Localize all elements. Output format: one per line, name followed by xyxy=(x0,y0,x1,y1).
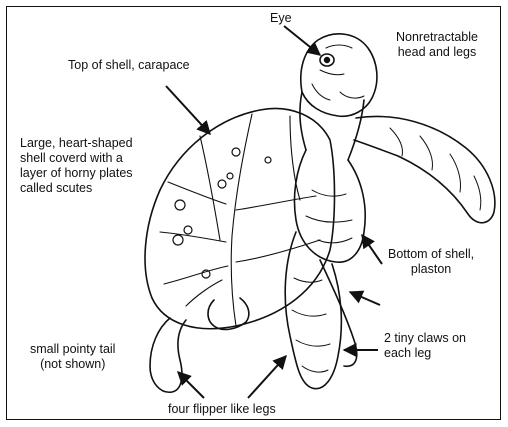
front-right-flipper xyxy=(354,116,495,222)
arrow-tail xyxy=(178,372,204,398)
label-plastron: Bottom of shell, plaston xyxy=(388,247,474,277)
label-carapace: Top of shell, carapace xyxy=(68,58,190,73)
label-tail: small pointy tail (not shown) xyxy=(30,342,115,372)
arrow-carapace xyxy=(166,86,210,134)
front-left-flipper-scales xyxy=(292,278,330,372)
label-shell-scutes: Large, heart-shaped shell coverd with a … xyxy=(20,136,133,196)
eye-drawing xyxy=(320,54,334,66)
pointer-arrows xyxy=(166,26,382,398)
label-head-legs: Nonretractable head and legs xyxy=(396,30,478,60)
label-flippers: four flipper like legs xyxy=(168,402,276,417)
arrow-flippers xyxy=(248,356,286,398)
front-right-flipper-scales xyxy=(390,128,481,210)
front-left-flipper xyxy=(285,232,341,389)
label-claws: 2 tiny claws on each leg xyxy=(384,331,466,361)
carapace-outline xyxy=(145,108,334,328)
label-eye: Eye xyxy=(270,11,292,26)
plastron-scales xyxy=(306,190,352,243)
arrow-plastron xyxy=(362,235,382,264)
arrow-eye xyxy=(284,26,320,55)
arrow-claws-upper xyxy=(350,292,380,305)
rear-left-flipper xyxy=(150,318,186,392)
head-scales xyxy=(312,45,364,100)
